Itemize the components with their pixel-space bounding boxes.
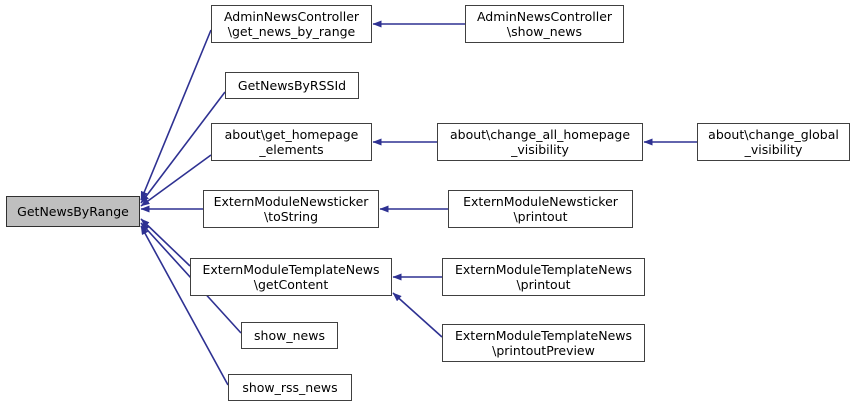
graph-node-get_news_by_rssid[interactable]: GetNewsByRSSId bbox=[225, 72, 359, 99]
graph-node-label: about\change_all_homepage _visibility bbox=[449, 127, 631, 157]
graph-node-templatenews_getcontent[interactable]: ExternModuleTemplateNews \getContent bbox=[190, 258, 392, 296]
edge-templatenews-getcontent-to-root bbox=[140, 218, 191, 267]
graph-node-label: ExternModuleNewsticker \toString bbox=[213, 194, 369, 224]
graph-node-about_get_homepage_elements[interactable]: about\get_homepage _elements bbox=[211, 123, 372, 161]
graph-node-about_change_all_homepage_visibility[interactable]: about\change_all_homepage _visibility bbox=[437, 123, 643, 161]
graph-node-label: ExternModuleTemplateNews \printoutPrevie… bbox=[455, 328, 632, 358]
graph-node-root[interactable]: GetNewsByRange bbox=[6, 196, 140, 227]
graph-node-admin_show_news[interactable]: AdminNewsController \show_news bbox=[465, 5, 624, 43]
graph-node-label: GetNewsByRSSId bbox=[237, 78, 347, 93]
graph-node-label: AdminNewsController \show_news bbox=[476, 9, 613, 39]
edge-admin-get-news-by-range-to-root bbox=[140, 29, 212, 201]
graph-node-newsticker_printout[interactable]: ExternModuleNewsticker \printout bbox=[448, 190, 633, 228]
graph-node-label: show_news bbox=[254, 328, 325, 343]
edge-show-rss-news-to-root bbox=[140, 225, 229, 386]
graph-node-label: about\change_global _visibility bbox=[708, 127, 839, 157]
edge-get-news-by-rssid-to-root bbox=[140, 91, 226, 204]
graph-node-show_news[interactable]: show_news bbox=[241, 322, 338, 349]
edge-templatenews-printoutpreview-to-getcontent bbox=[392, 292, 443, 338]
graph-node-label: AdminNewsController \get_news_by_range bbox=[223, 9, 360, 39]
graph-node-about_change_global_visibility[interactable]: about\change_global _visibility bbox=[697, 123, 850, 161]
edge-about-get-homepage-elements-to-root bbox=[140, 154, 212, 207]
graph-node-label: GetNewsByRange bbox=[17, 204, 129, 219]
graph-node-templatenews_printout[interactable]: ExternModuleTemplateNews \printout bbox=[442, 258, 645, 296]
graph-node-admin_get_news_by_range[interactable]: AdminNewsController \get_news_by_range bbox=[211, 5, 372, 43]
graph-node-show_rss_news[interactable]: show_rss_news bbox=[228, 374, 352, 401]
graph-node-label: ExternModuleTemplateNews \getContent bbox=[202, 262, 380, 292]
graph-node-label: about\get_homepage _elements bbox=[224, 127, 359, 157]
graph-node-label: show_rss_news bbox=[242, 380, 338, 395]
graph-node-label: ExternModuleTemplateNews \printout bbox=[455, 262, 632, 292]
graph-node-label: ExternModuleNewsticker \printout bbox=[463, 194, 618, 224]
graph-node-newsticker_tostring[interactable]: ExternModuleNewsticker \toString bbox=[203, 190, 379, 228]
graph-node-templatenews_printoutpreview[interactable]: ExternModuleTemplateNews \printoutPrevie… bbox=[442, 324, 645, 362]
